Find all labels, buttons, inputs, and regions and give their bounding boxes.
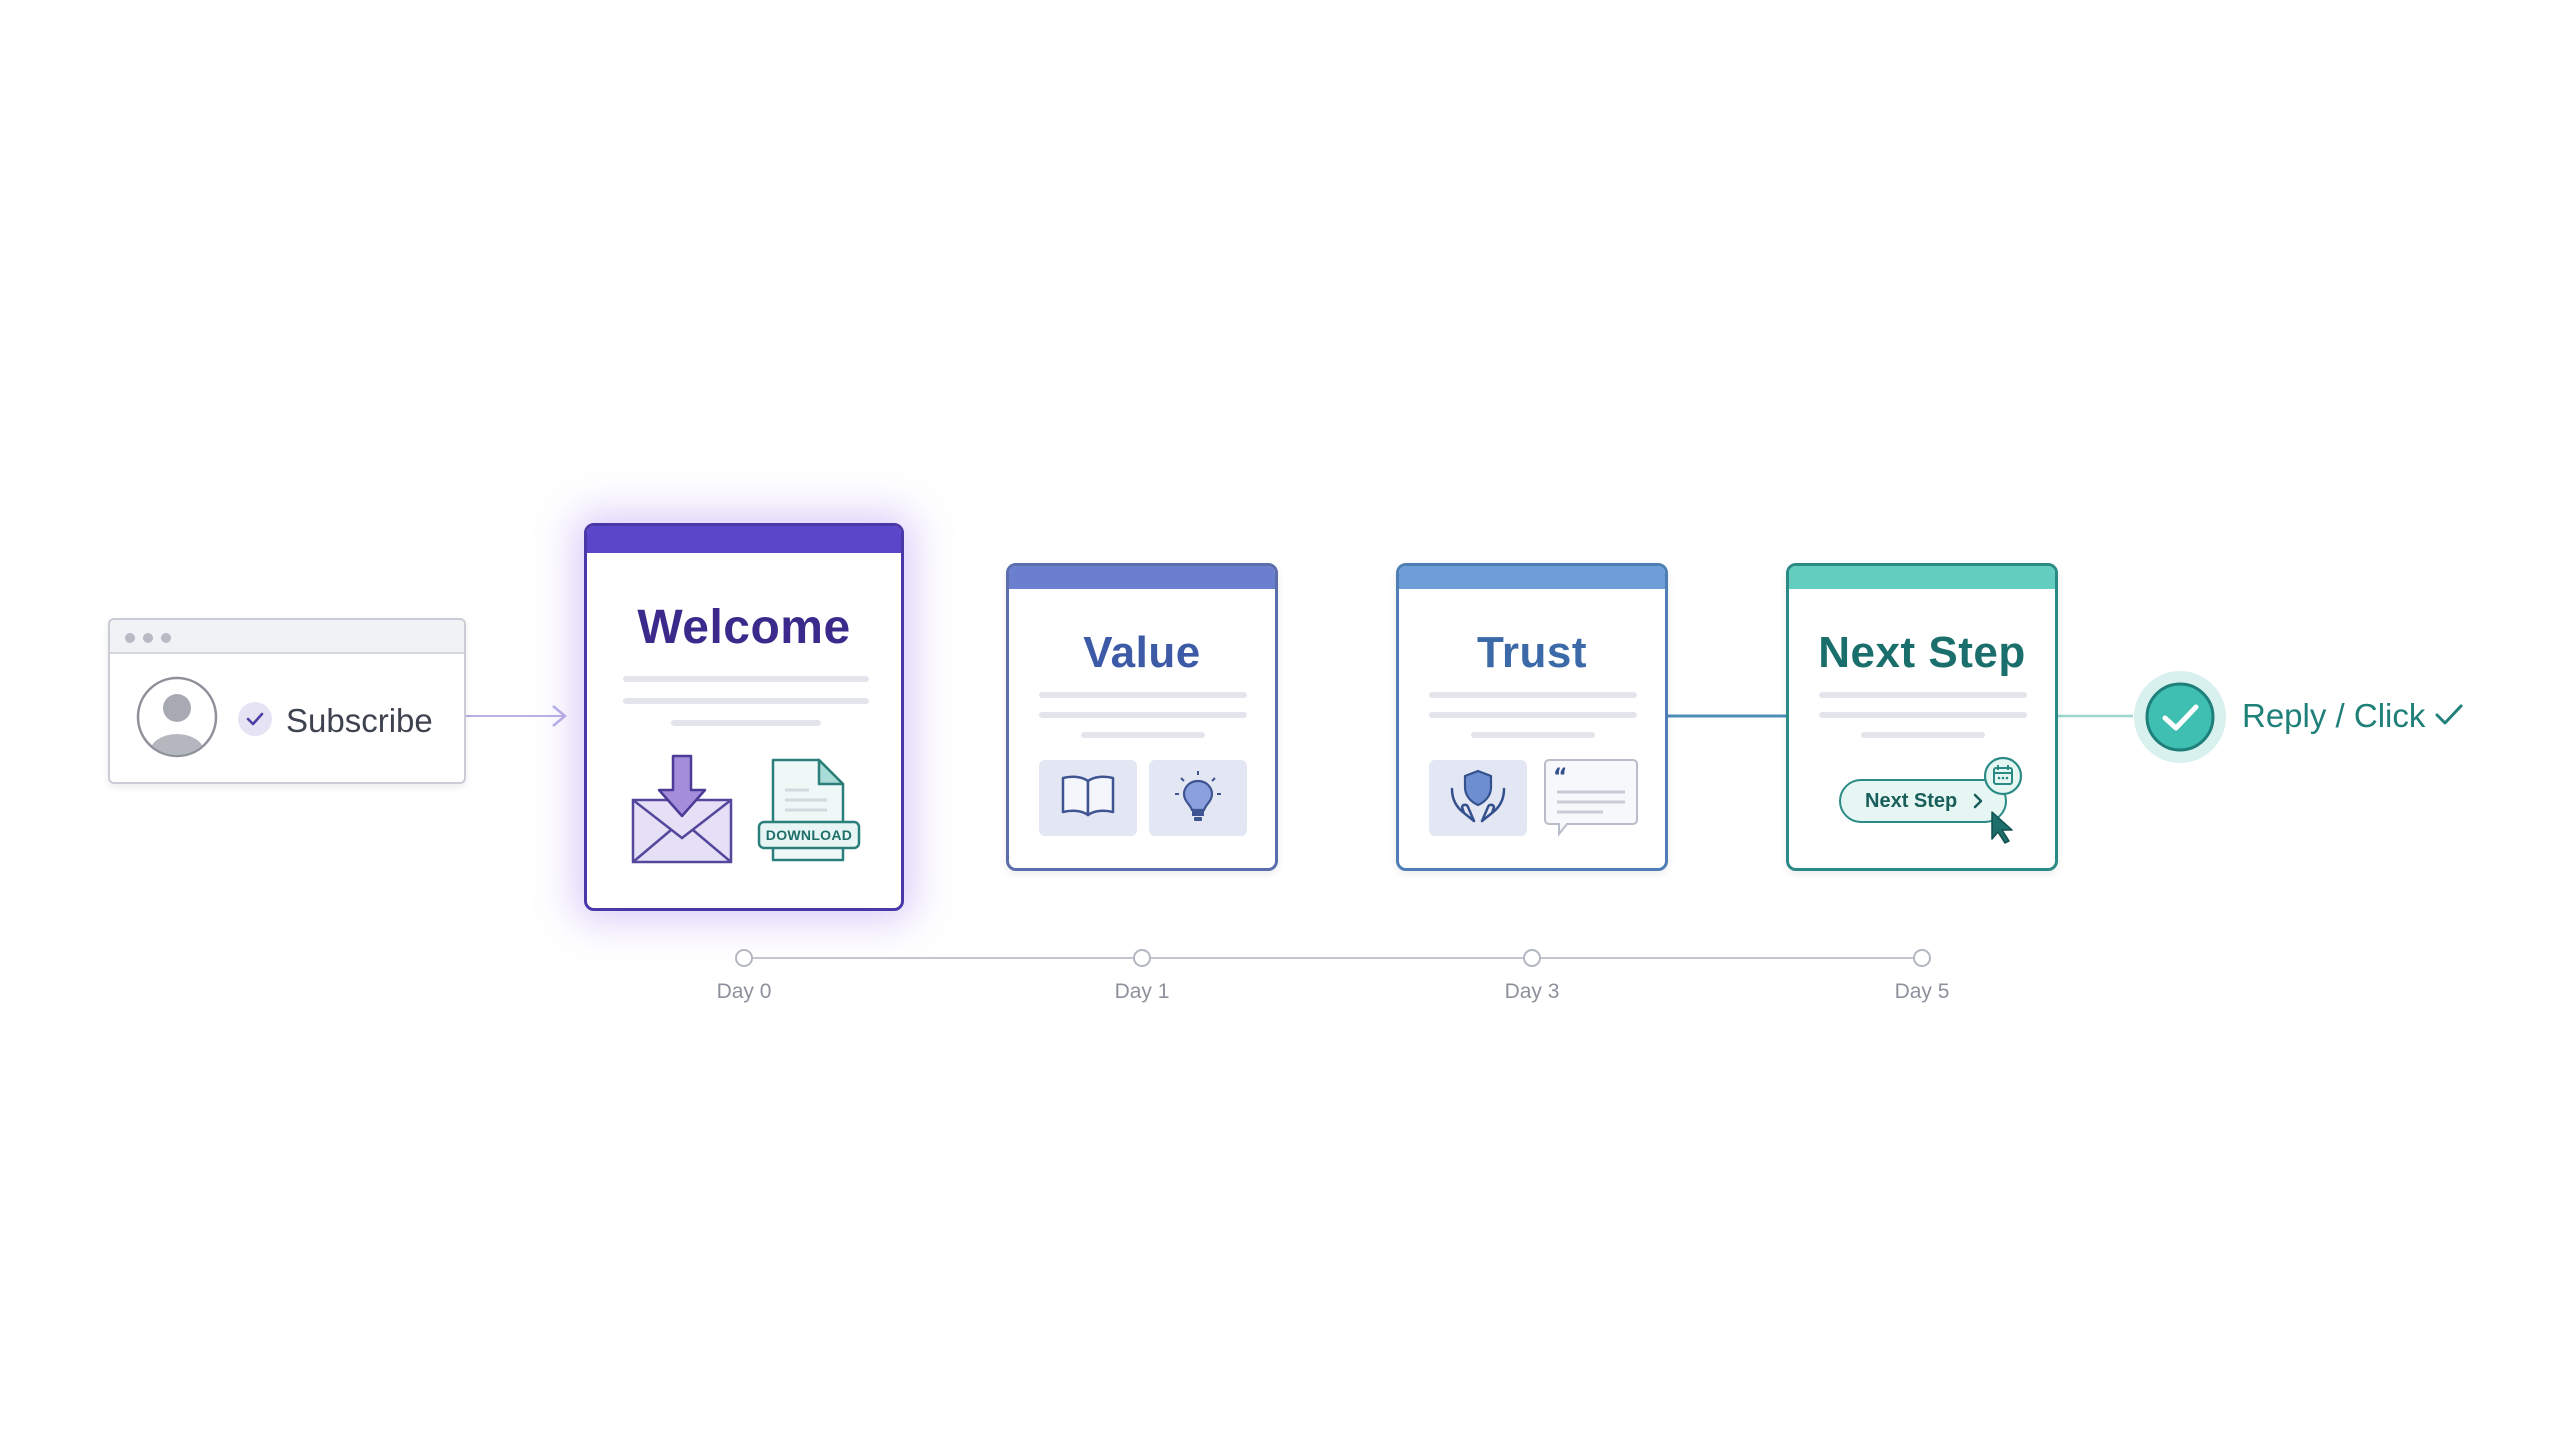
chevron-right-icon [1971, 793, 1985, 814]
text-line [1819, 712, 2027, 718]
timeline-dot [735, 949, 753, 967]
timeline-dot [1523, 949, 1541, 967]
svg-text:“: “ [1553, 765, 1567, 790]
value-card-header-bar [1009, 566, 1275, 589]
text-line [1819, 692, 2027, 698]
timeline-day-label: Day 0 [716, 980, 772, 1003]
text-line [623, 698, 869, 704]
download-label: DOWNLOAD [765, 827, 853, 843]
lightbulb-icon [1173, 769, 1223, 828]
value-card-title: Value [1083, 628, 1201, 677]
welcome-card-title: Welcome [637, 601, 851, 654]
mail-download-icon [629, 754, 735, 871]
trust-email-card[interactable]: Trust “ [1396, 563, 1668, 871]
next-step-button[interactable]: Next Step [1839, 779, 2007, 823]
lightbulb-icon-box [1149, 760, 1247, 836]
document-download-icon: DOWNLOAD [757, 756, 861, 871]
text-line [1471, 732, 1595, 738]
next-step-button-label: Next Step [1865, 790, 1958, 812]
subscribe-window[interactable]: Subscribe [108, 618, 466, 784]
text-line [1039, 692, 1247, 698]
text-line [671, 720, 821, 726]
next-step-card-header-bar [1789, 566, 2055, 589]
text-line [623, 676, 869, 682]
checkmark-icon [2434, 702, 2464, 733]
browser-titlebar [110, 620, 464, 654]
text-line [1861, 732, 1985, 738]
timeline-dot [1913, 949, 1931, 967]
timeline-dot [1133, 949, 1151, 967]
timeline-day-label: Day 1 [1114, 980, 1170, 1003]
cursor-icon [1989, 810, 2017, 849]
subscribe-label: Subscribe [286, 702, 433, 739]
text-line [1081, 732, 1205, 738]
avatar-icon [136, 676, 218, 763]
timeline-axis [744, 957, 1922, 959]
quote-bubble-icon: “ [1543, 758, 1639, 843]
next-step-card-title: Next Step [1818, 628, 2026, 677]
hands-shield-icon-box [1429, 760, 1527, 836]
trust-card-header-bar [1399, 566, 1665, 589]
checkmark-circle-icon [2133, 670, 2227, 769]
browser-dots-icon [124, 631, 174, 649]
outcome-label: Reply / Click [2242, 697, 2426, 734]
timeline-day-label: Day 3 [1504, 980, 1560, 1003]
value-email-card[interactable]: Value [1006, 563, 1278, 871]
welcome-card-header-bar [587, 526, 901, 553]
book-icon [1059, 773, 1117, 824]
text-line [1039, 712, 1247, 718]
timeline-day-label: Day 5 [1894, 980, 1950, 1003]
next-step-email-card[interactable]: Next Step Next Step [1786, 563, 2058, 871]
check-icon [238, 702, 272, 741]
text-line [1429, 692, 1637, 698]
connector-subscribe-to-welcome [466, 705, 567, 727]
hands-shield-icon [1448, 767, 1508, 830]
text-line [1429, 712, 1637, 718]
book-icon-box [1039, 760, 1137, 836]
welcome-email-card[interactable]: Welcome DOWNLOAD [584, 523, 904, 911]
calendar-icon [1983, 756, 2023, 801]
trust-card-title: Trust [1476, 628, 1588, 677]
